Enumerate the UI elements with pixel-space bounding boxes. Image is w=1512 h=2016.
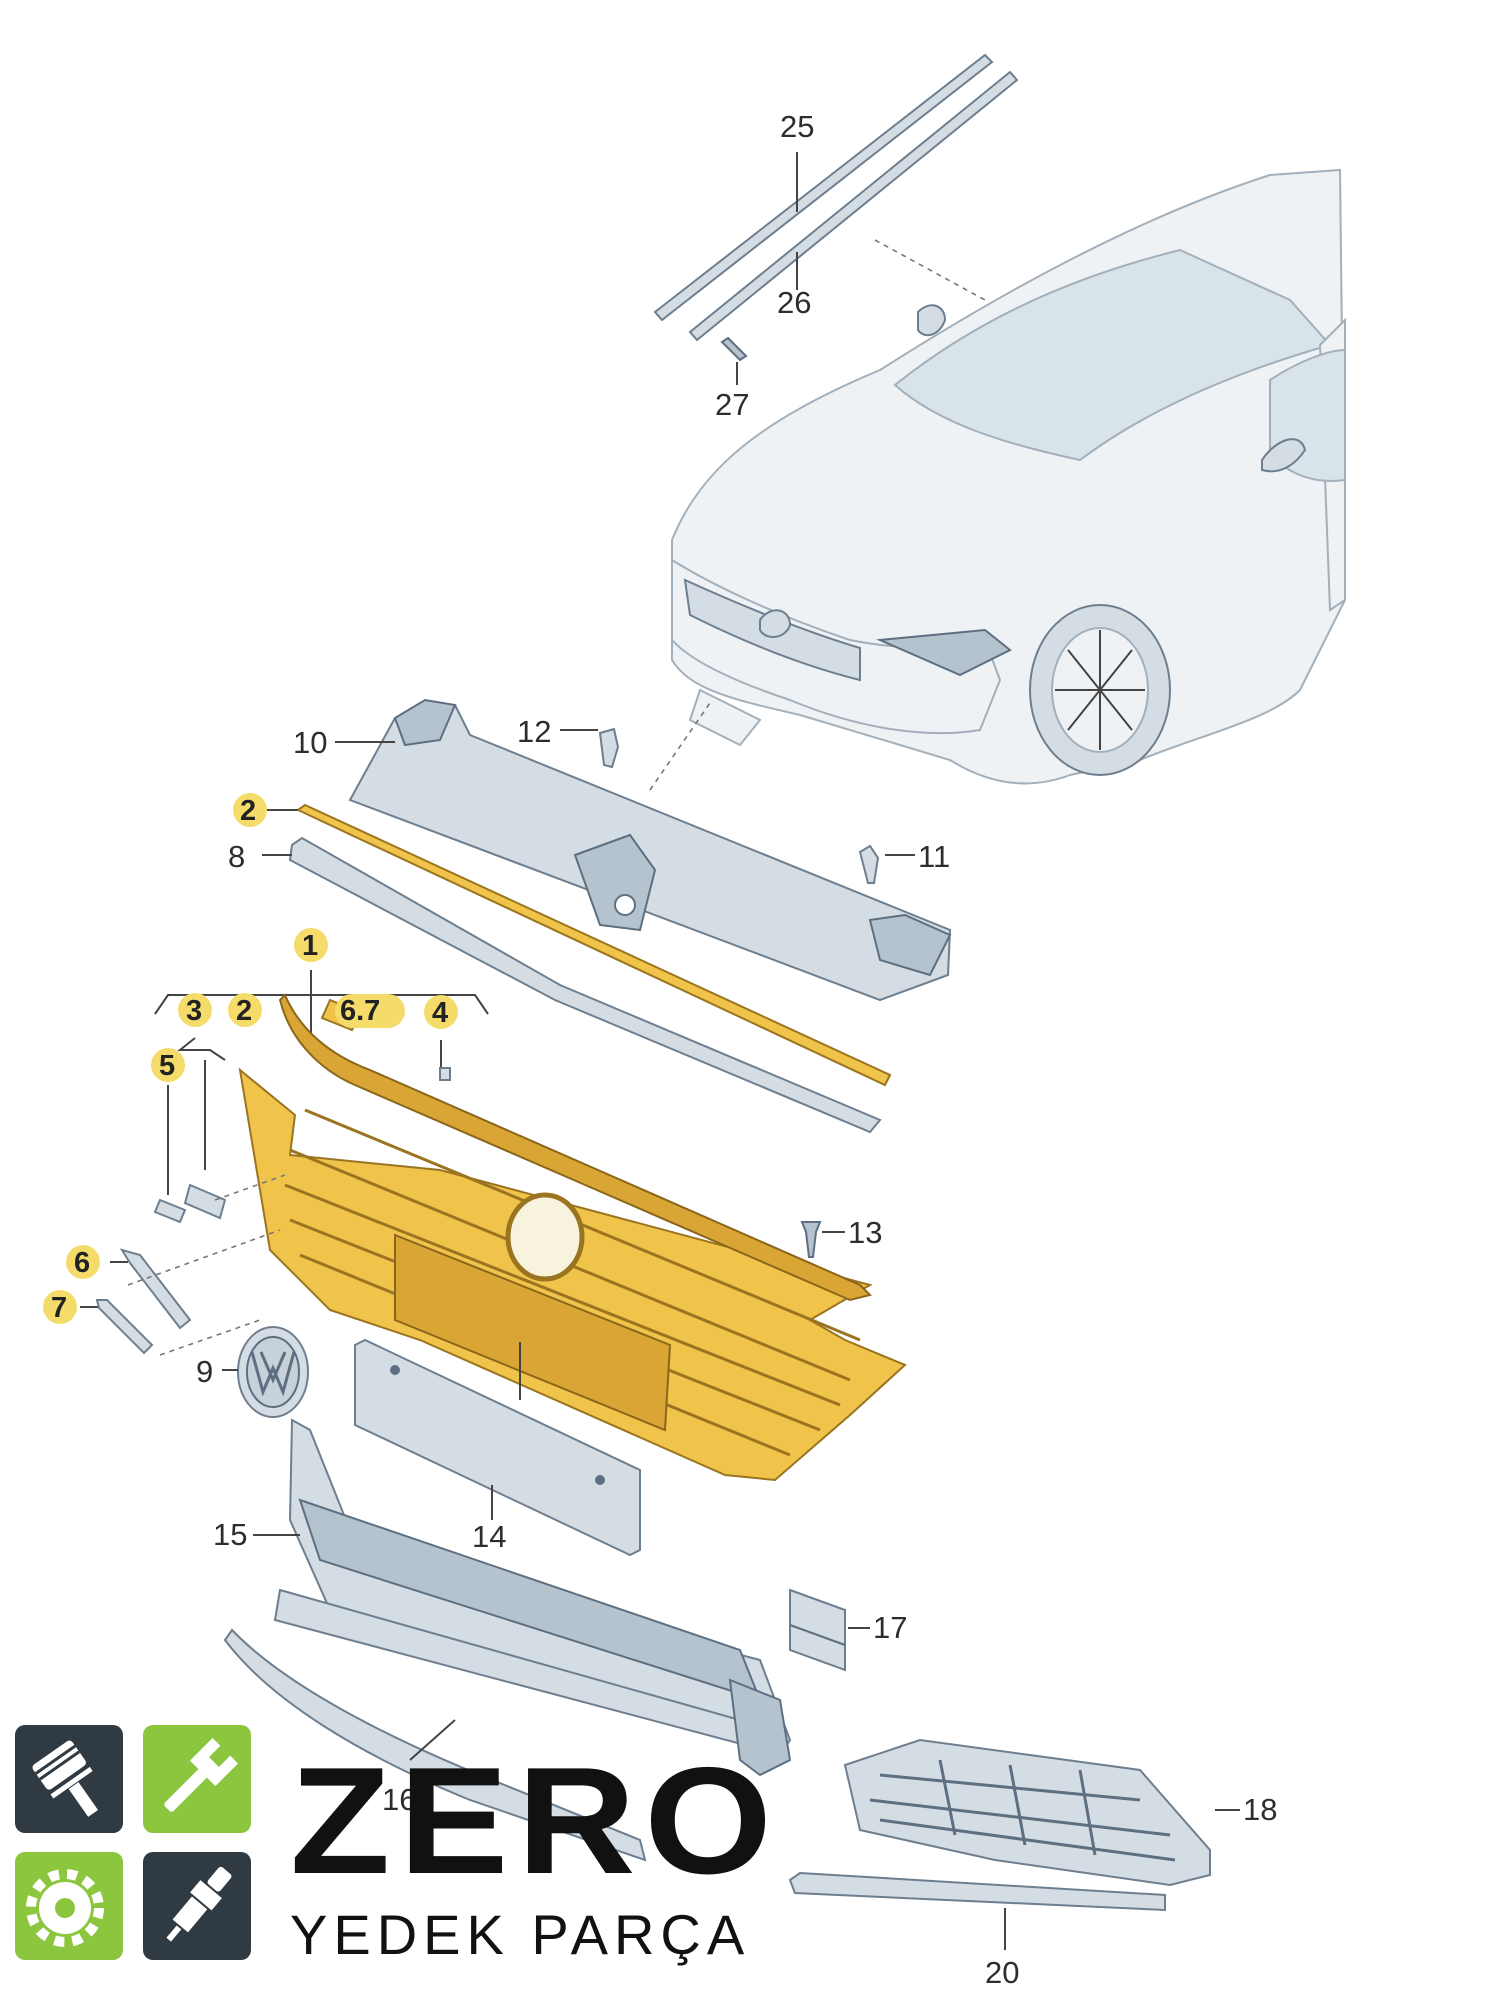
brand-name: ZERO	[290, 1736, 781, 1906]
callout-labels: 25 26 27 10 12 2 8 11 1 3 2 6.7 4 5 13 6…	[51, 109, 1277, 1990]
callout-12: 12	[517, 714, 551, 749]
callout-27: 27	[715, 387, 749, 422]
callout-9: 9	[196, 1354, 213, 1389]
piston-icon	[15, 1725, 123, 1833]
callout-10: 10	[293, 725, 327, 760]
callout-1: 1	[302, 930, 318, 962]
vw-emblem	[222, 1326, 309, 1418]
callout-17: 17	[873, 1610, 907, 1645]
callout-8: 8	[228, 839, 245, 874]
callout-11: 11	[918, 839, 950, 874]
spark-plug-icon	[143, 1852, 251, 1960]
callout-7: 7	[51, 1292, 67, 1324]
callout-2: 2	[236, 995, 252, 1027]
lower-grille-parts	[223, 1418, 792, 1862]
callout-18: 18	[1243, 1792, 1277, 1827]
front-grille-highlighted	[238, 993, 907, 1482]
highlight-badges	[43, 793, 458, 1324]
callout-4: 4	[432, 997, 448, 1029]
callout-2-top: 2	[240, 795, 256, 827]
callout-14: 14	[472, 1519, 506, 1554]
brand-subtitle: YEDEK PARÇA	[290, 1903, 751, 1966]
car-body-illustration	[649, 168, 1347, 791]
screw-13	[800, 1221, 845, 1258]
callout-6: 6	[74, 1247, 90, 1279]
callout-5: 5	[159, 1050, 175, 1082]
callout-3: 3	[186, 995, 202, 1027]
small-clips	[95, 1174, 286, 1356]
upper-trim-strips	[262, 803, 892, 1134]
gear-icon	[15, 1852, 123, 1960]
callout-6-7: 6.7	[340, 995, 380, 1027]
bracket-17	[789, 1588, 870, 1672]
license-plate-bracket	[354, 1338, 641, 1557]
grille-carrier-frame	[335, 698, 952, 1002]
callout-25: 25	[780, 109, 814, 144]
callout-13: 13	[848, 1215, 882, 1250]
side-grille-and-trim	[788, 1738, 1240, 1950]
callout-16: 16	[382, 1782, 416, 1817]
callout-15: 15	[213, 1517, 247, 1552]
brand-logo: ZERO YEDEK PARÇA	[290, 1745, 810, 1963]
assembly-bracket	[80, 970, 489, 1308]
wrench-icon	[143, 1725, 251, 1833]
callout-20: 20	[985, 1955, 1019, 1990]
callout-26: 26	[777, 285, 811, 320]
roof-trim-parts	[653, 53, 1019, 385]
